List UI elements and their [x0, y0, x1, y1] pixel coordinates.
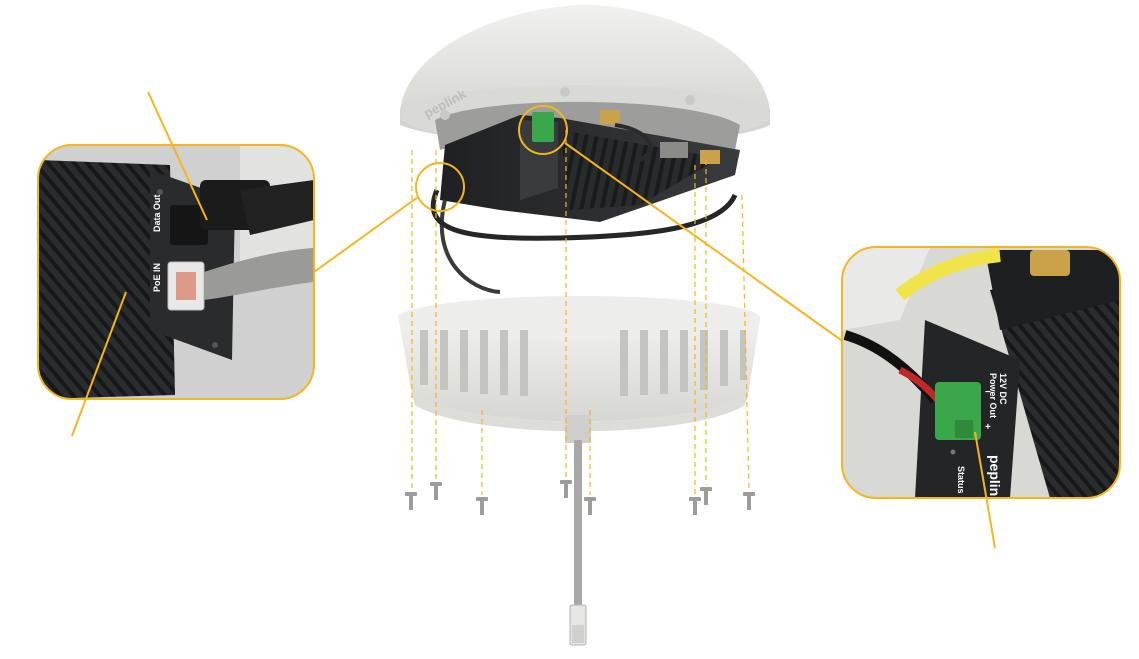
callout-circle-power [518, 105, 568, 155]
annotation-line-data-out [147, 91, 208, 221]
left-poe-in-label: PoE IN [152, 263, 162, 292]
main-terminal-block [532, 112, 554, 142]
right-inset-frame [841, 246, 1121, 499]
rj45-plug-icon [572, 625, 584, 643]
polarity-plus-label: + [985, 422, 991, 433]
voltage-label: 12V DC [998, 373, 1008, 405]
device-brand-label: peplink [987, 455, 1003, 504]
callout-line-right [564, 142, 849, 346]
annotation-line-terminal [974, 431, 996, 549]
power-out-label: Power Out [988, 373, 998, 418]
status-label: Status [956, 466, 966, 494]
screw-guides [411, 130, 750, 495]
left-inset: Data Out PoE IN [37, 144, 315, 400]
polarity-minus-label: − [985, 387, 991, 398]
screws [405, 480, 755, 515]
callout-line-left [313, 196, 419, 273]
left-data-out-label: Data Out [152, 194, 162, 232]
ethernet-cable [569, 440, 587, 646]
annotation-line-poe-in [71, 291, 127, 437]
right-inset: 12V DC Power Out − + Status peplink [841, 246, 1121, 504]
callout-circle-poe [415, 162, 465, 212]
base-plate [398, 296, 760, 443]
dome-unit: peplink [400, 5, 770, 294]
left-inset-frame [37, 144, 315, 400]
